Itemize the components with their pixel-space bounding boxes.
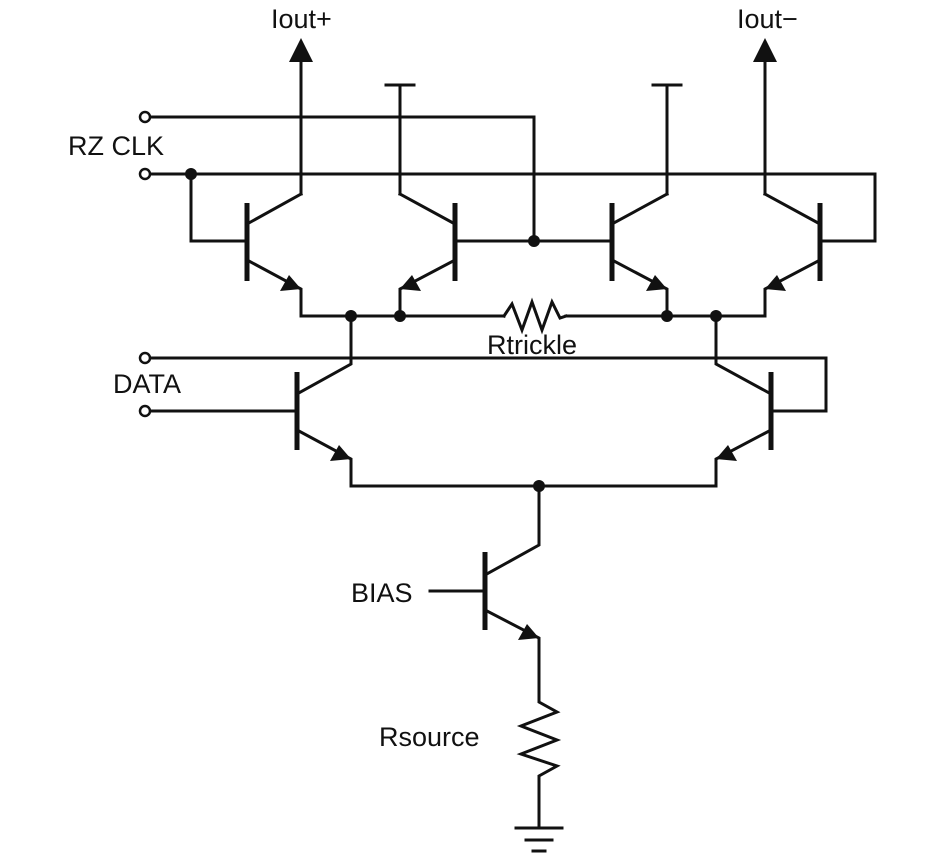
supply-rail-left <box>384 83 416 196</box>
iout-plus-line <box>289 38 313 196</box>
label-data: DATA <box>113 369 181 399</box>
supply-rail-right <box>651 83 683 196</box>
rz-clk-terminal-top <box>138 110 152 124</box>
junction-dot <box>528 235 540 247</box>
junction-dot <box>394 310 406 322</box>
iout-plus-arrow <box>289 38 313 62</box>
rz-clk-bottom-wire <box>148 172 877 243</box>
iout-minus-arrow <box>753 38 777 62</box>
ground-symbol <box>514 826 564 853</box>
data-terminal-top <box>138 351 152 365</box>
label-bias: BIAS <box>351 578 413 608</box>
rz-clk-top-wire <box>148 115 536 243</box>
data-pair-left-collector <box>294 314 353 397</box>
data-top-wire <box>148 356 828 413</box>
junction-dot <box>661 310 673 322</box>
label-iout-minus: Iout− <box>737 4 798 34</box>
transistor-q2 <box>397 191 458 318</box>
data-terminal-bottom <box>138 404 152 418</box>
transistor-q1 <box>244 191 304 318</box>
rsource-resistor <box>516 695 562 830</box>
data-pair-right-collector <box>714 314 774 397</box>
rtrickle-resistor <box>501 297 568 335</box>
junction-dot <box>533 480 545 492</box>
transistor-q4 <box>762 191 823 318</box>
junction-dot <box>345 310 357 322</box>
transistor-q6 <box>714 372 774 488</box>
rz-clk-terminal-bottom <box>138 167 152 181</box>
label-rtrickle: Rtrickle <box>487 330 577 360</box>
junction-dot <box>185 168 197 180</box>
junction-dot <box>710 310 722 322</box>
iout-minus-line <box>753 38 777 196</box>
transistor-q7-bias <box>428 484 541 699</box>
label-rz-clk: RZ CLK <box>68 131 164 161</box>
label-rsource: Rsource <box>379 722 480 752</box>
transistor-q5 <box>294 372 353 488</box>
transistor-q3 <box>609 191 670 318</box>
label-iout-plus: Iout+ <box>271 4 332 34</box>
junction-dots <box>185 168 722 492</box>
